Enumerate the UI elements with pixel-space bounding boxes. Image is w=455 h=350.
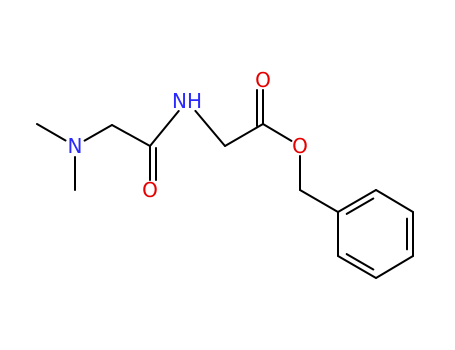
bond-r5-r6	[337, 255, 377, 279]
atom-label-n1: N	[68, 134, 83, 158]
bond-me1-n1	[36, 123, 67, 142]
bond-c2-n2	[149, 110, 180, 147]
bond-r4-r5	[375, 255, 414, 279]
bond-r5-r6-inner	[345, 253, 375, 271]
bond-c5-r1	[299, 189, 339, 213]
atom-label-o1: O	[142, 178, 158, 202]
bond-c3-c4	[224, 123, 264, 147]
bond-r2-r3	[375, 189, 414, 213]
atom-label-o2: O	[255, 68, 271, 92]
bond-c1-c2	[111, 124, 151, 147]
bond-n1-c1	[83, 124, 113, 142]
atom-label-n2: NH	[172, 89, 202, 113]
atom-label-layer: N O NH O O	[68, 68, 308, 202]
atom-label-o3: O	[292, 134, 308, 158]
bond-r1-r2-inner	[345, 197, 375, 215]
bond-layer	[36, 89, 414, 279]
bond-r1-r2	[337, 189, 377, 213]
bond-c4-o3	[262, 123, 293, 142]
bond-n2-c3	[194, 109, 226, 147]
